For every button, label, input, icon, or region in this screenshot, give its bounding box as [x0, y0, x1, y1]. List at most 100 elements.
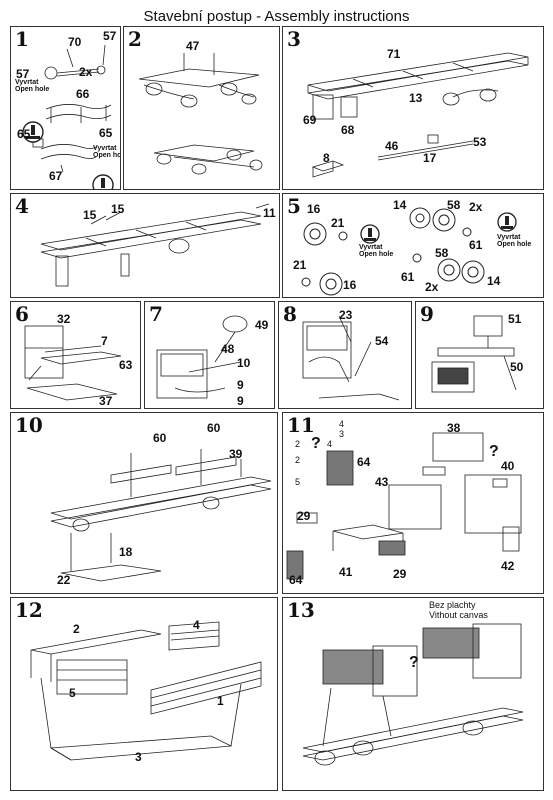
- part-label: 29: [297, 509, 311, 523]
- part-label: 69: [303, 113, 317, 127]
- step-13-drawing: [302, 623, 524, 766]
- question-mark: ?: [489, 443, 499, 460]
- part-label: 7: [101, 334, 108, 348]
- part-label: 42: [501, 559, 515, 573]
- part-label: 43: [375, 475, 389, 489]
- step-number: 6: [15, 302, 29, 326]
- step-number: 1: [15, 27, 29, 51]
- part-label: 64: [289, 573, 303, 587]
- part-label: 11: [263, 206, 276, 220]
- part-label: 1: [217, 694, 224, 708]
- part-label: 21: [293, 258, 307, 272]
- part-label: 50: [510, 360, 524, 374]
- part-label: 66: [76, 87, 90, 101]
- quantity-label: 2x: [469, 200, 483, 214]
- drill-note-en: Open hole: [497, 241, 532, 248]
- part-label: 22: [57, 573, 71, 587]
- part-label: 9: [237, 378, 244, 392]
- quantity-label: 2x: [79, 65, 93, 79]
- step-number: 2: [128, 27, 142, 51]
- step-2-drawing: [138, 53, 263, 175]
- part-label: 63: [119, 358, 133, 372]
- small-callout: 4: [327, 439, 333, 449]
- part-label: 61: [401, 270, 415, 284]
- step-number: 12: [15, 598, 43, 622]
- part-label: 41: [339, 565, 353, 579]
- part-label: 13: [409, 91, 423, 105]
- drill-note-en: Open hole: [15, 86, 50, 93]
- part-label: 65: [17, 127, 31, 141]
- part-label: 18: [119, 545, 133, 559]
- drill-note-en: Open hole: [359, 251, 394, 258]
- page-title: Stavební postup - Assembly instructions: [143, 8, 410, 25]
- part-label: 47: [186, 39, 200, 53]
- step-number: 5: [287, 194, 301, 218]
- part-label: 37: [99, 394, 113, 408]
- part-label: 40: [501, 459, 515, 473]
- part-label: 49: [255, 318, 269, 332]
- step-11-drawing: [286, 432, 522, 580]
- part-label: 71: [387, 47, 401, 61]
- step-5-drawing: [301, 207, 517, 296]
- step-number: 10: [15, 413, 43, 437]
- part-label: 54: [375, 334, 389, 348]
- part-label: 57: [103, 29, 117, 43]
- step-6-panel: 6 32 7 63 37: [10, 301, 141, 409]
- part-label: 38: [447, 421, 461, 435]
- part-label: 15: [111, 202, 125, 216]
- part-label: 58: [447, 198, 461, 212]
- step-3-drawing: [307, 52, 529, 178]
- step-11-panel: 11 38 4 3 2 ? 4 2 5 ? 64 40 43 29 41 29 …: [282, 412, 544, 594]
- step-12-drawing: [30, 621, 262, 761]
- step-4-drawing: [40, 203, 270, 287]
- small-callout: 3: [339, 429, 345, 439]
- step-9-panel: 9 51 50: [415, 301, 544, 409]
- part-label: 29: [393, 567, 407, 581]
- step-number: 7: [149, 302, 163, 326]
- part-label: 51: [508, 312, 522, 326]
- step-number: 11: [287, 413, 315, 437]
- part-label: 68: [341, 123, 355, 137]
- step-number: 3: [287, 27, 301, 51]
- small-callout: 2: [295, 439, 301, 449]
- part-label: 46: [385, 139, 399, 153]
- part-label: 3: [135, 750, 142, 764]
- step-number: 13: [287, 598, 315, 622]
- small-callout: 4: [339, 419, 345, 429]
- drill-note-en: Open hole: [93, 152, 121, 159]
- drill-note-cz: Vyvrtat: [93, 145, 117, 152]
- step-12-panel: 12 2 4 5 1 3: [10, 597, 278, 791]
- part-label: 57: [16, 67, 30, 81]
- step-5-panel: 5 16 21 14 58 2x 61 Vyvrtat Open hole Vy…: [282, 193, 544, 298]
- step-4-panel: 4 15 15 11: [10, 193, 280, 298]
- no-canvas-note-en: Vithout canvas: [429, 610, 488, 620]
- drill-note-cz: Vyvrtat: [497, 234, 521, 241]
- small-callout: 2: [295, 455, 301, 465]
- part-label: 60: [207, 421, 221, 435]
- part-label: 32: [57, 312, 71, 326]
- step-7-drawing: [156, 315, 248, 399]
- drill-note-cz: Vyvrtat: [15, 79, 39, 86]
- part-label: 16: [307, 202, 321, 216]
- part-label: 14: [393, 198, 407, 212]
- question-mark: ?: [409, 654, 419, 671]
- step-7-panel: 7 49 48 10 9 9: [144, 301, 275, 409]
- question-mark: ?: [311, 435, 321, 452]
- part-label: 64: [357, 455, 371, 469]
- part-label: 15: [83, 208, 97, 222]
- part-label: 14: [487, 274, 501, 288]
- part-label: 48: [221, 342, 235, 356]
- step-3-panel: 3 71 13 69 68 46 53 17 8: [282, 26, 544, 190]
- part-label: 39: [229, 447, 243, 461]
- step-8-panel: 8 23 54: [278, 301, 412, 409]
- step-number: 9: [420, 302, 434, 326]
- step-2-panel: 2 47: [123, 26, 280, 190]
- part-label: 60: [153, 431, 167, 445]
- step-9-drawing: [431, 315, 517, 393]
- no-canvas-note-cz: Bez plachty: [429, 600, 476, 610]
- part-label: 21: [331, 216, 345, 230]
- step-10-panel: 10 60 60 39 18 22: [10, 412, 278, 594]
- step-number: 8: [283, 302, 297, 326]
- part-label: 61: [469, 238, 483, 252]
- part-label: 17: [423, 151, 437, 165]
